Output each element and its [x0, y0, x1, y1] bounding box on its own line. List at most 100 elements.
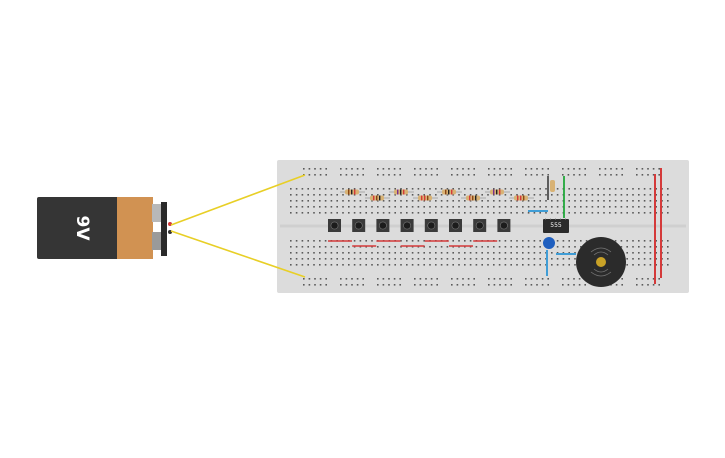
battery-snap — [161, 202, 167, 256]
breadboard-hole — [336, 264, 338, 266]
breadboard-hole — [626, 188, 628, 190]
pushbutton[interactable] — [473, 219, 487, 232]
resistor[interactable] — [340, 189, 365, 195]
breadboard-hole — [556, 200, 559, 202]
breadboard-hole — [632, 252, 634, 254]
breadboard-hole — [382, 206, 385, 208]
pushbutton[interactable] — [376, 219, 390, 232]
pushbutton[interactable] — [400, 219, 414, 232]
breadboard-hole — [626, 258, 628, 260]
breadboard-hole — [493, 264, 495, 266]
resistor[interactable] — [437, 189, 462, 195]
breadboard-hole — [365, 240, 367, 242]
breadboard-hole — [621, 168, 623, 170]
breadboard-hole — [336, 252, 338, 254]
breadboard-hole — [533, 264, 536, 266]
breadboard-hole — [567, 174, 570, 176]
ic-555[interactable] — [543, 218, 569, 233]
breadboard-hole — [527, 246, 530, 248]
resistor[interactable] — [389, 189, 414, 195]
breadboard-hole — [655, 206, 657, 208]
breadboard-hole — [348, 188, 350, 190]
pushbutton-cap — [475, 221, 484, 230]
resistor-band — [427, 195, 429, 201]
breadboard-hole — [638, 212, 640, 214]
resistor[interactable] — [365, 195, 390, 201]
pushbutton[interactable] — [424, 219, 438, 232]
breadboard-hole — [446, 264, 449, 266]
breadboard-hole — [290, 240, 292, 242]
breadboard-hole — [290, 264, 292, 266]
resistor[interactable] — [485, 189, 510, 195]
breadboard-hole — [406, 252, 408, 254]
breadboard-hole — [580, 246, 582, 248]
breadboard-hole — [620, 206, 623, 208]
wire-negative[interactable] — [170, 230, 306, 278]
breadboard-hole — [568, 194, 570, 196]
breadboard-hole — [473, 168, 475, 170]
breadboard-hole — [487, 212, 489, 214]
pushbutton[interactable] — [328, 219, 341, 232]
breadboard-hole — [351, 174, 353, 176]
breadboard-hole — [481, 252, 483, 254]
breadboard-hole — [562, 284, 564, 286]
resistor-vertical[interactable] — [550, 180, 555, 192]
resistor[interactable] — [509, 195, 534, 201]
pushbutton[interactable] — [352, 219, 366, 232]
breadboard-hole — [620, 212, 623, 214]
breadboard-hole — [388, 174, 390, 176]
breadboard-hole — [462, 174, 464, 176]
breadboard-hole — [462, 284, 464, 286]
capacitor[interactable] — [543, 237, 555, 249]
resistor[interactable] — [461, 195, 486, 201]
breadboard-hole — [419, 284, 422, 286]
breadboard-hole — [527, 264, 530, 266]
breadboard-hole — [652, 278, 655, 280]
pushbutton-cap — [427, 221, 436, 230]
breadboard-hole — [667, 212, 669, 214]
resistor[interactable] — [413, 195, 438, 201]
battery-body — [37, 197, 119, 259]
breadboard-hole — [591, 194, 594, 196]
battery-9v[interactable] — [37, 197, 172, 259]
breadboard-hole — [436, 284, 438, 286]
breadboard-hole — [324, 206, 327, 208]
pushbutton[interactable] — [497, 219, 511, 232]
breadboard-hole — [417, 252, 420, 254]
breadboard-hole — [446, 206, 449, 208]
breadboard-hole — [464, 258, 466, 260]
breadboard-hole — [458, 194, 460, 196]
breadboard-hole — [429, 206, 431, 208]
resistor-band — [448, 189, 450, 195]
breadboard-hole — [348, 264, 350, 266]
breadboard-hole — [574, 252, 576, 254]
breadboard-hole — [620, 194, 623, 196]
breadboard-hole — [522, 258, 524, 260]
breadboard-hole — [655, 212, 657, 214]
breadboard-hole — [667, 258, 669, 260]
breadboard-hole — [469, 240, 472, 242]
breadboard-hole — [643, 252, 646, 254]
breadboard-hole — [649, 258, 652, 260]
breadboard-hole — [440, 212, 443, 214]
breadboard-hole — [436, 168, 438, 170]
breadboard-hole — [504, 252, 507, 254]
breadboard-hole — [467, 168, 470, 170]
breadboard-hole — [641, 278, 644, 280]
breadboard-hole — [655, 252, 657, 254]
wire-positive[interactable] — [170, 174, 306, 226]
piezo-buzzer[interactable] — [576, 237, 626, 287]
breadboard-hole — [406, 194, 408, 196]
breadboard-hole — [539, 200, 541, 202]
breadboard-hole — [458, 200, 460, 202]
breadboard-hole — [353, 258, 356, 260]
breadboard-hole — [536, 278, 538, 280]
breadboard-hole — [510, 174, 512, 176]
breadboard-hole — [498, 200, 501, 202]
breadboard-hole — [458, 258, 460, 260]
breadboard-hole — [527, 258, 530, 260]
breadboard-hole — [504, 188, 507, 190]
breadboard-hole — [464, 194, 466, 196]
pushbutton[interactable] — [449, 219, 462, 232]
